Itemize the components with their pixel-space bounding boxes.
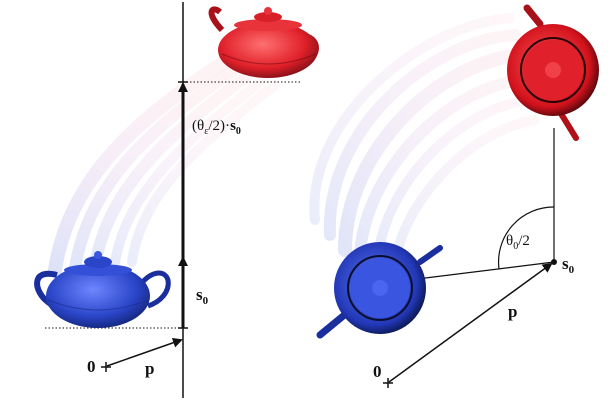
right-red-teapot-icon [507,4,599,141]
left-red-teapot-icon [208,6,319,78]
right-angle-label: θ0/2 [506,233,530,252]
right-origin-label: 0 [373,362,382,381]
left-arrow-p [106,337,183,367]
right-center-point [551,259,557,265]
right-s0-label: s0 [562,254,575,276]
left-motion-trail [48,48,280,277]
right-arrow-p [388,262,553,383]
left-rotation-step-label: (θε/2)·s0 [192,118,241,137]
right-angle-arc [497,206,555,270]
left-p-label: p [145,359,154,378]
right-blue-teapot-icon [316,242,443,339]
left-s0-label: s0 [196,285,209,307]
left-origin-label: 0 [87,357,96,376]
right-panel: 0 p s0 θ0/2 [309,4,599,388]
right-p-label: p [508,302,517,321]
left-panel: 0 p s0 (θε/2)·s0 [34,2,319,398]
left-blue-teapot-icon [34,251,171,328]
right-motion-trail [309,13,540,267]
